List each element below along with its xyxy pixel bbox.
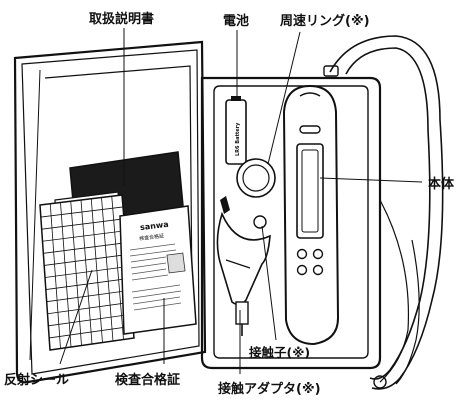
label-manual: 取扱説明書 xyxy=(89,11,154,27)
label-ring: 周速リング(※) xyxy=(280,13,370,29)
certificate-brand: sanwa xyxy=(140,220,170,232)
certificate-title: 検査合格証 xyxy=(139,232,165,242)
label-contact: 接触子(※) xyxy=(249,345,310,360)
label-adapter: 接触アダプタ(※) xyxy=(218,381,321,397)
contact-tip xyxy=(253,215,267,229)
leader-lines xyxy=(59,28,423,374)
label-body: 本体 xyxy=(428,176,455,192)
wrist-strap xyxy=(323,35,444,390)
label-reflective: 反射シール xyxy=(4,372,69,388)
main-unit xyxy=(282,84,340,346)
label-battery: 電池 xyxy=(223,13,249,29)
case-base xyxy=(200,76,382,370)
battery: LR6 Battery xyxy=(225,96,247,165)
battery-print: LR6 Battery xyxy=(235,122,241,156)
reflective-sticker-sheet xyxy=(39,191,135,351)
peripheral-speed-ring xyxy=(236,158,276,198)
contact-adapter xyxy=(216,196,271,336)
inspection-certificate: sanwa 検査合格証 xyxy=(119,205,197,335)
case-lid xyxy=(13,40,207,384)
label-certificate: 検査合格証 xyxy=(115,372,180,388)
